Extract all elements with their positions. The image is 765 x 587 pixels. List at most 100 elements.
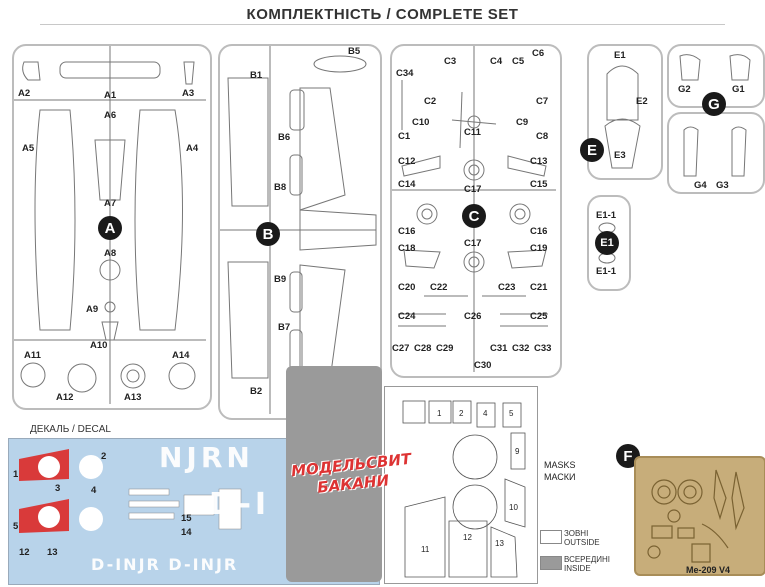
part-label-c34: C34 bbox=[396, 68, 414, 79]
decal-registration-large: D-I bbox=[209, 487, 271, 522]
part-label-c3: C3 bbox=[444, 56, 457, 67]
decal-number-2: 2 bbox=[101, 451, 107, 462]
part-label-c19: C19 bbox=[530, 243, 548, 254]
mask-outlines bbox=[402, 400, 526, 578]
decal-number-13: 13 bbox=[47, 547, 58, 558]
part-label-e1: E1 bbox=[614, 50, 626, 61]
mask-number-2: 2 bbox=[459, 409, 464, 418]
part-label-c24: C24 bbox=[398, 311, 416, 322]
part-label-a14: A14 bbox=[172, 350, 190, 361]
sprue-e-badge: E bbox=[580, 138, 604, 162]
part-label-c5: C5 bbox=[512, 56, 525, 67]
photo-etch-parts bbox=[647, 469, 745, 563]
mask-number-10: 10 bbox=[509, 503, 518, 512]
part-label-c20: C20 bbox=[398, 282, 416, 293]
mask-number-4: 4 bbox=[483, 409, 488, 418]
part-label-g4: G4 bbox=[694, 180, 707, 191]
part-label-c26: C26 bbox=[464, 311, 482, 322]
part-label-b1: B1 bbox=[250, 70, 263, 81]
photo-etch-fret bbox=[634, 456, 765, 576]
part-label-g3: G3 bbox=[716, 180, 729, 191]
part-label-a9: A9 bbox=[86, 304, 99, 315]
part-label-a11: A11 bbox=[24, 350, 41, 361]
part-label-c14: C14 bbox=[398, 179, 416, 190]
masks-title-ua: МАСКИ bbox=[544, 472, 576, 482]
decal-number-5: 5 bbox=[13, 521, 19, 532]
part-label-c25: C25 bbox=[530, 311, 548, 322]
page-title: КОМПЛЕКТНІСТЬ / COMPLETE SET bbox=[246, 6, 519, 23]
part-label-c1: C1 bbox=[398, 131, 411, 142]
mask-number-9: 9 bbox=[515, 447, 520, 456]
part-label-e1-1-top: E1-1 bbox=[596, 210, 617, 221]
part-label-c23: C23 bbox=[498, 282, 516, 293]
part-label-c6: C6 bbox=[532, 48, 545, 59]
part-label-c12: C12 bbox=[398, 156, 416, 167]
mask-number-1: 1 bbox=[437, 409, 442, 418]
part-label-c27: C27 bbox=[392, 343, 410, 354]
part-label-c11: C11 bbox=[464, 127, 481, 138]
part-label-c33: C33 bbox=[534, 343, 552, 354]
part-label-c4: C4 bbox=[490, 56, 503, 67]
part-label-c32: C32 bbox=[512, 343, 530, 354]
part-label-c28: C28 bbox=[414, 343, 432, 354]
sprue-c-badge: C bbox=[462, 204, 486, 228]
part-label-a3: A3 bbox=[182, 88, 195, 99]
mask-number-11: 11 bbox=[421, 545, 430, 554]
decal-markings bbox=[19, 449, 242, 533]
decal-number-15: 15 bbox=[181, 513, 192, 524]
title-divider bbox=[40, 24, 725, 25]
part-label-a2: A2 bbox=[18, 88, 31, 99]
part-label-a4: A4 bbox=[186, 143, 199, 154]
decal-large-letters: NJRN bbox=[159, 441, 254, 474]
decal-number-14: 14 bbox=[181, 527, 192, 538]
part-label-e3: E3 bbox=[614, 150, 626, 161]
mask-backing-tab bbox=[286, 366, 382, 582]
decal-number-12: 12 bbox=[19, 547, 30, 558]
part-label-c17-top: C17 bbox=[464, 184, 482, 195]
legend-inside-swatch bbox=[540, 556, 562, 570]
mask-sheet: 1 2 4 5 9 10 11 12 13 bbox=[384, 386, 538, 584]
part-label-c16-left: C16 bbox=[398, 226, 416, 237]
mask-number-5: 5 bbox=[509, 409, 514, 418]
part-label-a10: A10 bbox=[90, 340, 108, 351]
part-label-c18: C18 bbox=[398, 243, 416, 254]
part-label-c15: C15 bbox=[530, 179, 548, 190]
part-label-c17-bottom: C17 bbox=[464, 238, 482, 249]
part-label-e1-1-bottom: E1-1 bbox=[596, 266, 617, 277]
decal-number-3: 3 bbox=[55, 483, 61, 494]
decal-registration-small: D-INJR D-INJR bbox=[91, 555, 239, 574]
part-label-c22: C22 bbox=[430, 282, 448, 293]
sprue-a-badge: A bbox=[98, 216, 122, 240]
part-label-b5: B5 bbox=[348, 46, 361, 57]
masks-title-en: MASKS bbox=[544, 460, 576, 470]
part-label-a1: A1 bbox=[104, 90, 117, 101]
part-label-c7: C7 bbox=[536, 96, 549, 107]
part-label-b8: B8 bbox=[274, 182, 287, 193]
mask-number-12: 12 bbox=[463, 533, 472, 542]
part-label-c21: C21 bbox=[530, 282, 548, 293]
legend-inside-label: ВСЕРЕДИНІ INSIDE bbox=[564, 555, 611, 573]
part-label-g2: G2 bbox=[678, 84, 691, 95]
part-label-c10: C10 bbox=[412, 117, 430, 128]
part-label-b6: B6 bbox=[278, 132, 291, 143]
part-label-a8: A8 bbox=[104, 248, 117, 259]
mask-number-13: 13 bbox=[495, 539, 504, 548]
part-label-c29: C29 bbox=[436, 343, 454, 354]
decal-number-1: 1 bbox=[13, 469, 19, 480]
legend-outside-label: ЗОВНІ OUTSIDE bbox=[564, 529, 600, 547]
part-label-c8: C8 bbox=[536, 131, 549, 142]
part-label-a6: A6 bbox=[104, 110, 117, 121]
part-label-a12: A12 bbox=[56, 392, 74, 403]
photo-etch-caption: Me-209 V4 bbox=[686, 565, 731, 575]
part-label-c2: C2 bbox=[424, 96, 437, 107]
part-label-c9: C9 bbox=[516, 117, 529, 128]
part-label-c13: C13 bbox=[530, 156, 548, 167]
legend-outside-swatch bbox=[540, 530, 562, 544]
part-label-b9: B9 bbox=[274, 274, 287, 285]
part-label-a7: A7 bbox=[104, 198, 117, 209]
sprue-e1-badge: E1 bbox=[595, 231, 619, 255]
part-label-g1: G1 bbox=[732, 84, 745, 95]
part-label-a5: A5 bbox=[22, 143, 35, 154]
decal-number-4: 4 bbox=[91, 485, 97, 496]
